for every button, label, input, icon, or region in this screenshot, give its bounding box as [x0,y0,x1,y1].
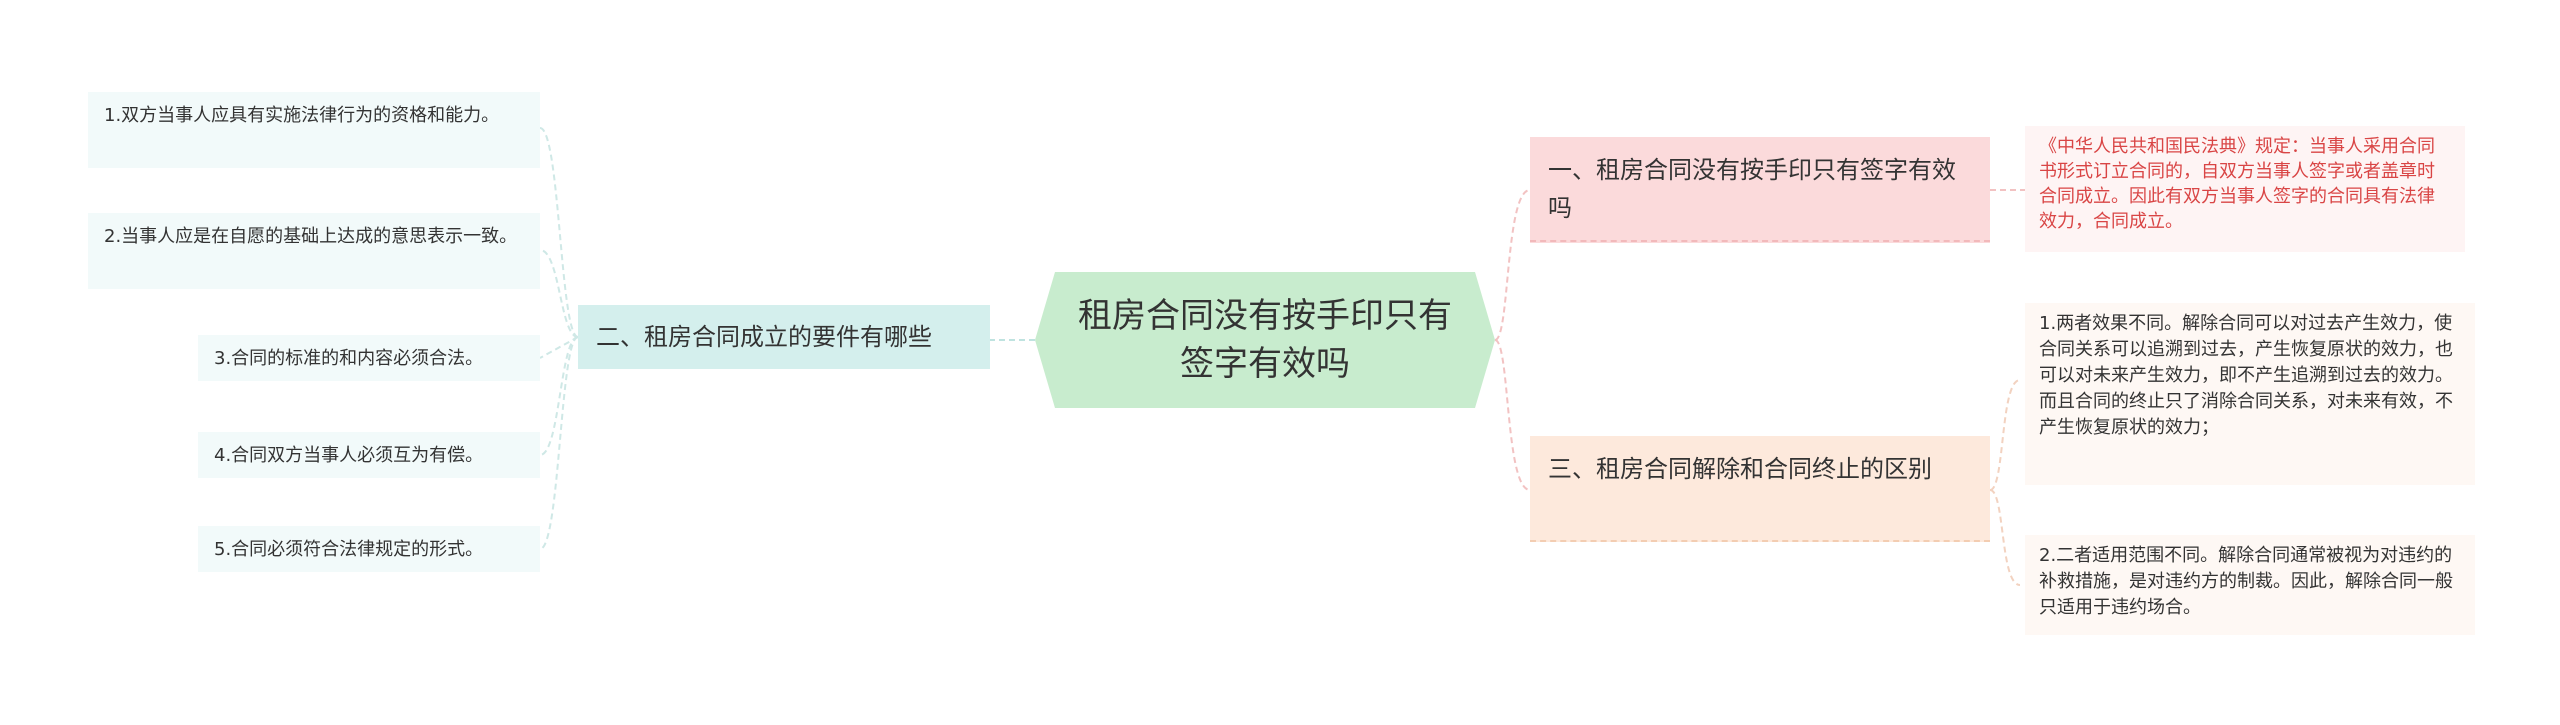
branch-2-label: 二、租房合同成立的要件有哪些 [596,323,932,351]
branch-1-leaf-1-text: 《中华人民共和国民法典》规定：当事人采用合同书形式订立合同的，自双方当事人签字或… [2039,136,2435,232]
branch-3-leaf-1-text: 1.两者效果不同。解除合同可以对过去产生效力，使合同关系可以追溯到过去，产生恢复… [2039,313,2453,438]
branch-2-leaf-5-text: 5.合同必须符合法律规定的形式。 [214,539,484,560]
branch-3-leaf-2-text: 2.二者适用范围不同。解除合同通常被视为对违约的补救措施，是对违约方的制裁。因此… [2039,545,2453,618]
branch-2-leaf-4-text: 4.合同双方当事人必须互为有偿。 [214,445,484,466]
center-node-shape [1035,272,1495,408]
branch-2-leaf-5[interactable]: 5.合同必须符合法律规定的形式。 [198,526,540,572]
branch-3-leaf-1[interactable]: 1.两者效果不同。解除合同可以对过去产生效力，使合同关系可以追溯到过去，产生恢复… [2025,303,2475,485]
center-topic-label: 租房合同没有按手印只有签字有效吗 [1078,296,1452,384]
branch-2-leaf-3-text: 3.合同的标准的和内容必须合法。 [214,348,484,369]
branch-2-leaf-2[interactable]: 2.当事人应是在自愿的基础上达成的意思表示一致。 [88,213,540,289]
branch-1-leaf-1[interactable]: 《中华人民共和国民法典》规定：当事人采用合同书形式订立合同的，自双方当事人签字或… [2025,126,2465,252]
branch-2-leaf-2-text: 2.当事人应是在自愿的基础上达成的意思表示一致。 [104,226,518,247]
branch-3-node[interactable]: 三、租房合同解除和合同终止的区别 [1530,436,1990,542]
branch-2-leaf-1-text: 1.双方当事人应具有实施法律行为的资格和能力。 [104,105,500,126]
branch-3-label: 三、租房合同解除和合同终止的区别 [1548,455,1932,483]
branch-3-underline [1530,540,1990,542]
branch-2-leaf-4[interactable]: 4.合同双方当事人必须互为有偿。 [198,432,540,478]
center-topic[interactable]: 租房合同没有按手印只有签字有效吗 [1035,272,1495,408]
branch-3-leaf-2[interactable]: 2.二者适用范围不同。解除合同通常被视为对违约的补救措施，是对违约方的制裁。因此… [2025,535,2475,635]
branch-1-label: 一、租房合同没有按手印只有签字有效吗 [1548,156,1956,222]
branch-1-node[interactable]: 一、租房合同没有按手印只有签字有效吗 [1530,137,1990,243]
branch-2-leaf-1[interactable]: 1.双方当事人应具有实施法律行为的资格和能力。 [88,92,540,168]
branch-2-node[interactable]: 二、租房合同成立的要件有哪些 [578,305,990,369]
branch-2-leaf-3[interactable]: 3.合同的标准的和内容必须合法。 [198,335,540,381]
branch-1-underline [1530,240,1990,242]
